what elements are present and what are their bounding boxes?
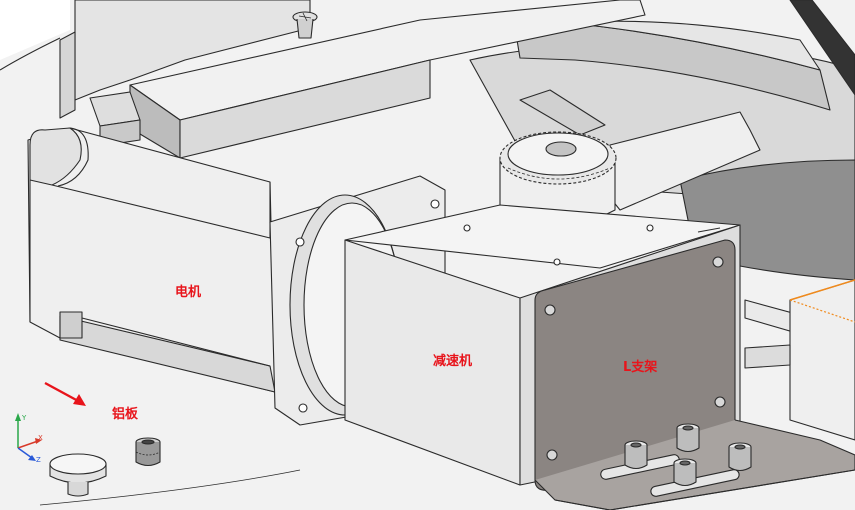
base-plate-edge: [0, 37, 61, 71]
beam-side: [179, 59, 431, 159]
left-post: [59, 31, 76, 119]
label-motor: 电机: [175, 284, 201, 300]
back-panel: [74, 0, 311, 101]
right-block: [744, 279, 855, 441]
label-plate: 铝板: [112, 406, 139, 422]
label-bracket: L支架: [623, 359, 657, 375]
axis-triad: Y X Z: [15, 413, 43, 464]
bracket-screws: [624, 423, 752, 487]
motor: [27, 127, 276, 393]
axis-label-x: X: [38, 434, 43, 442]
dark-strip: [789, 0, 855, 96]
axis-label-z: Z: [36, 456, 41, 464]
axis-label-y: Y: [21, 414, 27, 422]
knob-part: [49, 453, 107, 497]
screw-top: [292, 11, 318, 39]
base-plate-front-edge: [39, 469, 301, 506]
nut-part: [135, 437, 161, 467]
red-arrow: [44, 381, 86, 406]
label-reducer: 减速机: [433, 353, 472, 369]
link-bar: [519, 89, 606, 136]
